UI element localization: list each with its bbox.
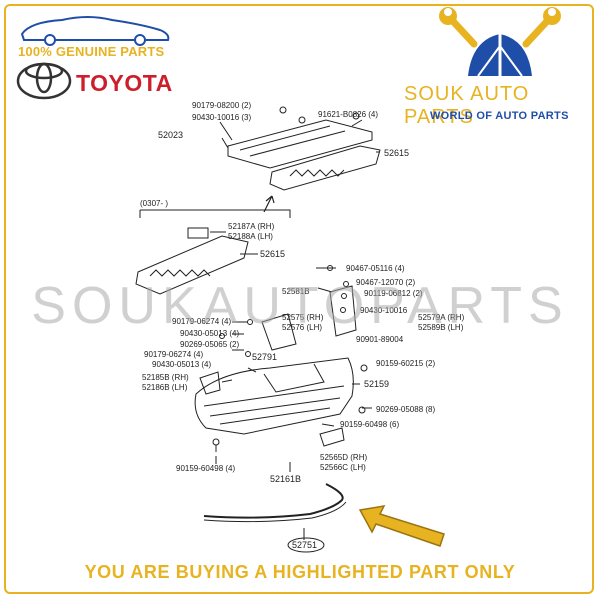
part-label: 52023: [158, 130, 183, 140]
seller-tagline: WORLD OF AUTO PARTS: [430, 110, 569, 122]
bumper-cover: [194, 357, 354, 435]
part-label: 91621-B0826 (4): [318, 110, 378, 119]
part-label: 52576 (LH): [282, 323, 322, 332]
genuine-parts-tag: 100% GENUINE PARTS: [18, 44, 165, 59]
part-label: 90269-05065 (2): [180, 340, 239, 349]
energy-absorber-upper: [269, 145, 381, 191]
part-label: 52791: [252, 352, 277, 362]
part-label: 52615: [260, 249, 285, 259]
period-label: (0307- ): [140, 199, 168, 208]
part-label: 90467-12070 (2): [356, 278, 415, 287]
highlighted-moulding-part: [203, 483, 344, 519]
image-frame: [4, 4, 594, 594]
part-label: 90430-10016: [360, 306, 408, 315]
part-label: 52589B (LH): [418, 323, 464, 332]
part-label: 90159-60215 (2): [376, 359, 435, 368]
toyota-wordmark: TOYOTA: [76, 70, 173, 96]
part-label: 52615: [384, 148, 409, 158]
part-label: 52581B: [282, 287, 310, 296]
part-label: 90179-06274 (4): [144, 350, 203, 359]
part-label: 52161B: [270, 474, 301, 484]
highlighted-part-label: 52751: [292, 540, 317, 550]
bumper-reinforcement: [227, 119, 373, 169]
part-label: 52579A (RH): [418, 313, 465, 322]
part-label: 90269-05088 (8): [376, 405, 435, 414]
toyota-emblem-icon: [16, 62, 72, 100]
part-label: 90901-89004: [356, 335, 404, 344]
part-label: 90179-08200 (2): [192, 101, 251, 110]
part-label: 90430-10016 (3): [192, 113, 251, 122]
part-label: 52188A (LH): [228, 232, 273, 241]
part-label: 52186B (LH): [142, 383, 188, 392]
part-label: 52159: [364, 379, 389, 389]
part-label: 90119-06812 (2): [364, 289, 423, 298]
part-labels: 90179-08200 (2) 90430-10016 (3) 91621-B0…: [140, 101, 465, 550]
highlight-arrow-icon: [358, 505, 445, 547]
part-label: 90179-06274 (4): [172, 317, 231, 326]
part-label: 52187A (RH): [228, 222, 275, 231]
part-label: 90159-60498 (4): [176, 464, 235, 473]
part-label: 90159-60498 (6): [340, 420, 399, 429]
seller-name: SOUK AUTO PARTS: [404, 83, 530, 128]
part-label: 52565D (RH): [320, 453, 367, 462]
part-label: 52575 (RH): [282, 313, 324, 322]
part-label: 90467-05116 (4): [346, 264, 405, 273]
footer-note: YOU ARE BUYING A HIGHLIGHTED PART ONLY: [84, 562, 516, 582]
car-silhouette-icon: [20, 16, 170, 46]
seller-logo-icon: [439, 7, 561, 77]
energy-absorber-lower: [135, 235, 249, 295]
watermark-text: SOUKAUTOPARTS: [31, 277, 569, 335]
part-label: 52185B (RH): [142, 373, 189, 382]
part-label: 52566C (LH): [320, 463, 366, 472]
part-label: 90430-05013 (4): [152, 360, 211, 369]
part-label: 90430-05013 (4): [180, 329, 239, 338]
